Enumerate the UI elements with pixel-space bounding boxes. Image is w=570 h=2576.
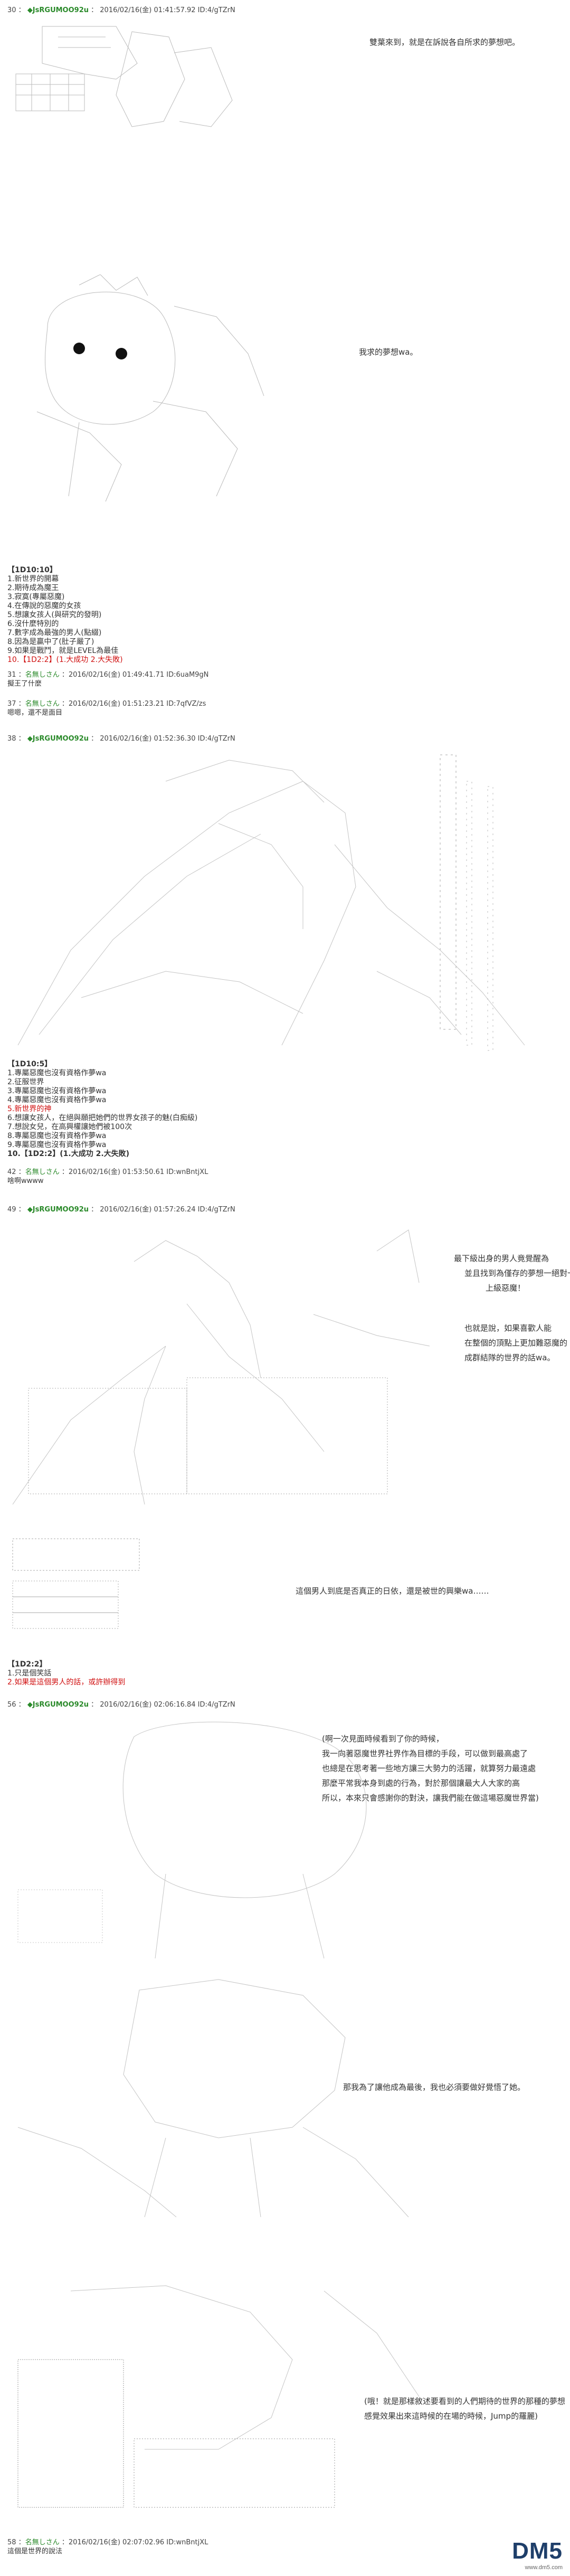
post-number: 30 (7, 6, 16, 14)
menu-item: 4.專屬惡魔也沒有資格作夢wa (7, 1096, 107, 1104)
choice-menu-1: 【1D10:10】 1.新世界的開幕 2.期待成為魔王 3.寂寞(專屬惡魔) 4… (7, 566, 123, 665)
menu-title: 【1D10:10】 (7, 566, 57, 574)
dialog-text: 感覺效果出來這時候的在場的時候，Jump的羅麗) (364, 2411, 538, 2421)
menu-item: 2.征服世界 (7, 1078, 44, 1086)
dialog-text: 我一向著惡魔世界社界作為目標的手段，可以做到最高處了 (322, 1749, 528, 1758)
menu-item-choice: 10.【1D2:2】(1.大成功 2.大失敗) (7, 1150, 130, 1158)
reply-message: 嗯嗯，還不是面目 (7, 709, 63, 717)
reply-31: 31 ：名無しさん ：2016/02/16(金) 01:49:41.71 ID:… (7, 671, 209, 688)
menu-item-highlight: 2.如果是這個男人的話，或許辦得到 (7, 1678, 126, 1687)
menu-item: 9.如果是戰鬥，就是LEVEL為最佳 (7, 647, 119, 655)
dialog-text: 在整個的頂點上更加難惡魔的 (464, 1338, 568, 1348)
post-header-38: 38 ： ◆JsRGUMOO92u ： 2016/02/16(金) 01:52:… (7, 735, 235, 743)
menu-item: 8.因為是贏中了(肚子嚴了) (7, 638, 94, 646)
choice-menu-3: 【1D2:2】 1.只是個笑話 2.如果是這個男人的話，或許辦得到 (7, 1660, 125, 1687)
ascii-art-flag-soldier (7, 1219, 451, 1515)
menu-item: 1.新世界的開幕 (7, 575, 59, 583)
logo-text: DM (512, 2538, 549, 2564)
choice-menu-2: 【1D10:5】 1.專屬惡魔也沒有資格作夢wa 2.征服世界 3.專屬惡魔也沒… (7, 1060, 197, 1159)
ascii-art-character-face (16, 274, 290, 507)
dialog-text: 那麼平常我本身到處的行為，對於那個讓最大人大家的高 (322, 1778, 520, 1788)
menu-item: 9.專屬惡魔也沒有資格作夢wa (7, 1141, 107, 1149)
menu-item: 6.沒什麼特別的 (7, 620, 59, 628)
dialog-text: 我求的夢想wa。 (359, 347, 418, 357)
dialog-text: 雙葉來到，就是在訴說各自所求的夢想吧。 (369, 37, 520, 47)
menu-item: 3.寂寞(專屬惡魔) (7, 593, 65, 601)
menu-item-highlight: 10.【1D2:2】(1.大成功 2.大失敗) (7, 656, 123, 664)
post-header-30: 30 ： ◆JsRGUMOO92u ： 2016/02/16(金) 01:41:… (7, 6, 235, 14)
dialog-text: 並且找到為僅存的夢想一絕對一門的 (464, 1268, 570, 1278)
dialog-text: (哦！就是那樣敘述要看到的人們期待的世界的那種的夢想 (364, 2397, 565, 2406)
menu-item: 6.想讓女孩人，在絕與願把她們的世界女孩子的魅(白痴級) (7, 1114, 198, 1122)
menu-item-highlight: 5.新世界的神 (7, 1105, 52, 1113)
post-date: 2016/02/16(金) 01:41:57.92 ID:4/gTZrN (100, 6, 235, 14)
post-trip: ◆JsRGUMOO92u (27, 6, 89, 14)
site-logo[interactable]: DM5 www.dm5.com (512, 2538, 563, 2571)
dialog-text: 所以，本來只會感謝你的對決，讓我們能在做這場惡魔世界當) (322, 1793, 539, 1803)
menu-title: 【1D10:5】 (7, 1060, 52, 1068)
logo-suffix: 5 (549, 2538, 563, 2564)
menu-item: 2.期待成為魔王 (7, 584, 59, 592)
reply-message: 這個是世界的說法 (7, 2547, 63, 2555)
dialog-text: 上級惡魔！ (486, 1283, 526, 1293)
dialog-text: 這個男人到底是否真正的日依，還是被世的興樂wa…… (296, 1586, 489, 1596)
ascii-art-dark-panel (7, 1533, 155, 1639)
ascii-art-silhouette (7, 1716, 440, 1964)
menu-item: 3.專屬惡魔也沒有資格作夢wa (7, 1087, 107, 1095)
reply-message: 啥啊wwww (7, 1177, 44, 1185)
menu-item: 1.專屬惡魔也沒有資格作夢wa (7, 1069, 107, 1077)
menu-item: 4.在傳說的惡魔的女孩 (7, 602, 81, 610)
post-header-49: 49 ： ◆JsRGUMOO92u ： 2016/02/16(金) 01:57:… (7, 1206, 235, 1214)
menu-item: 7.數字成為最強的男人(點綴) (7, 629, 102, 637)
dialog-text: 最下級出身的男人竟覺醒為 (454, 1254, 549, 1263)
menu-item: 7.想說女兒，在高興權讓她們被100次 (7, 1123, 132, 1131)
dialog-text: 也總是在思考著一些地方讓三大勢力的活躍，就算努力最遠處 (322, 1764, 536, 1773)
ascii-art-stack-figure (7, 2280, 440, 2518)
reply-42: 42 ：名無しさん ：2016/02/16(金) 01:53:50.61 ID:… (7, 1168, 208, 1185)
ascii-art-tentacle-creature (7, 1969, 419, 2222)
reply-58: 58 ：名無しさん ：2016/02/16(金) 02:07:02.96 ID:… (7, 2539, 208, 2555)
reply-37: 37 ：名無しさん ：2016/02/16(金) 01:51:23.21 ID:… (7, 700, 206, 717)
dialog-text: 成群結隊的世界的話wa。 (464, 1353, 555, 1362)
menu-item: 1.只是個笑話 (7, 1669, 52, 1678)
dialog-text: (啊一次見面時候看到了你的時候， (322, 1734, 444, 1744)
reply-message: 擬王了什麼 (7, 680, 42, 688)
ascii-art-warrior (7, 750, 562, 1056)
ascii-art-building (11, 16, 243, 132)
menu-item: 8.專屬惡魔也沒有資格作夢wa (7, 1132, 107, 1140)
menu-item: 5.想讓女孩人(與研究的發明) (7, 611, 102, 619)
post-header-56: 56 ： ◆JsRGUMOO92u ： 2016/02/16(金) 02:06:… (7, 1701, 235, 1709)
dialog-text: 也就是說，如果喜歡人能 (464, 1323, 552, 1333)
menu-title: 【1D2:2】 (7, 1660, 47, 1669)
logo-site: www.dm5.com (525, 2564, 563, 2571)
dialog-text: 那我為了讓他成為最後，我也必須要做好覺悟了她。 (343, 2082, 526, 2092)
